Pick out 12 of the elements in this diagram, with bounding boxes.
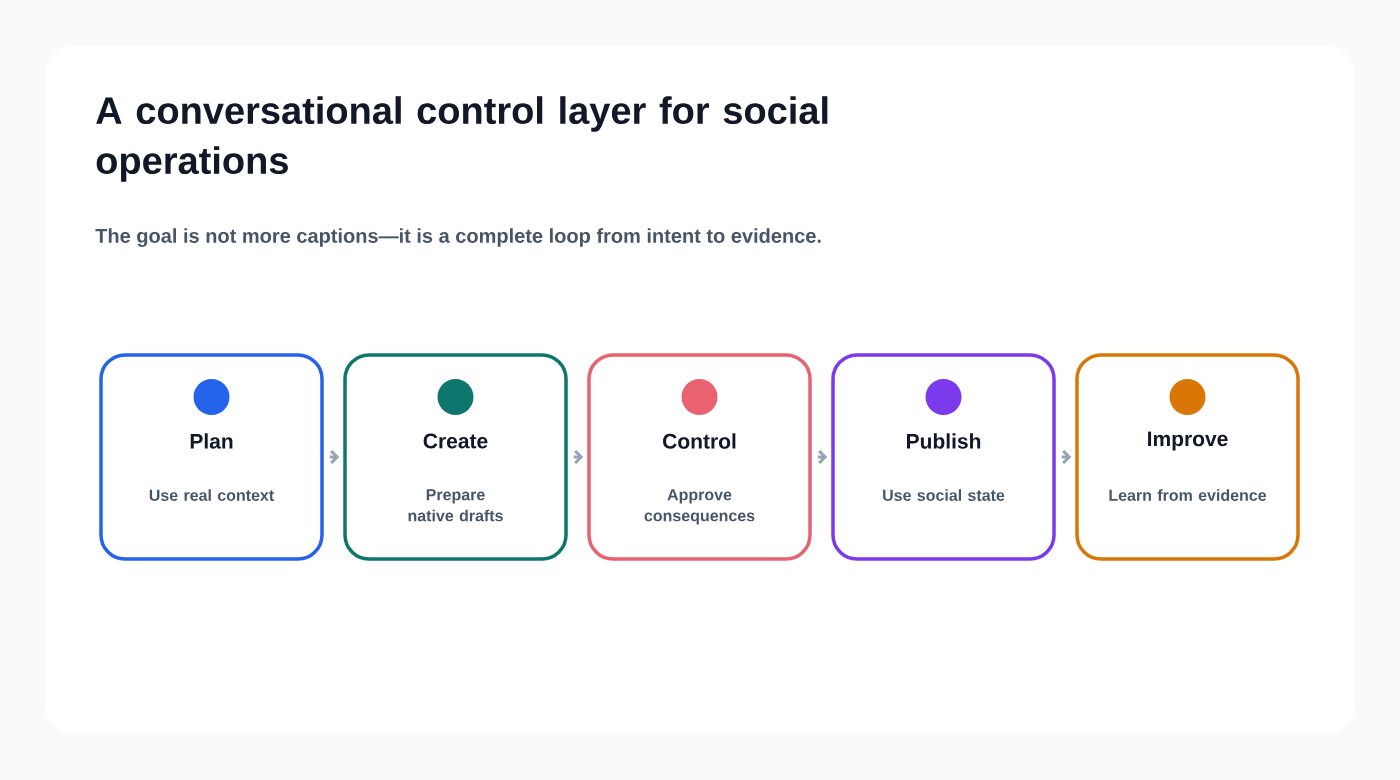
step-title: Create xyxy=(423,433,488,449)
step-description: Learn from evidence xyxy=(1109,489,1267,501)
step-description: Use real context xyxy=(149,489,274,501)
step-title: Plan xyxy=(190,433,233,449)
step-title: Publish xyxy=(907,433,981,449)
step-description: Use social state xyxy=(883,489,1005,501)
step-title: Improve xyxy=(1148,431,1228,451)
step-title: Control xyxy=(663,433,736,449)
title: A conversational control layer for social operations xyxy=(96,96,828,182)
subtitle: The goal is not more captions—it is a complete loop from intent to evidence. xyxy=(95,228,821,247)
step-description: Prepare native drafts xyxy=(408,489,503,522)
step-description: Approve consequences xyxy=(644,489,755,525)
